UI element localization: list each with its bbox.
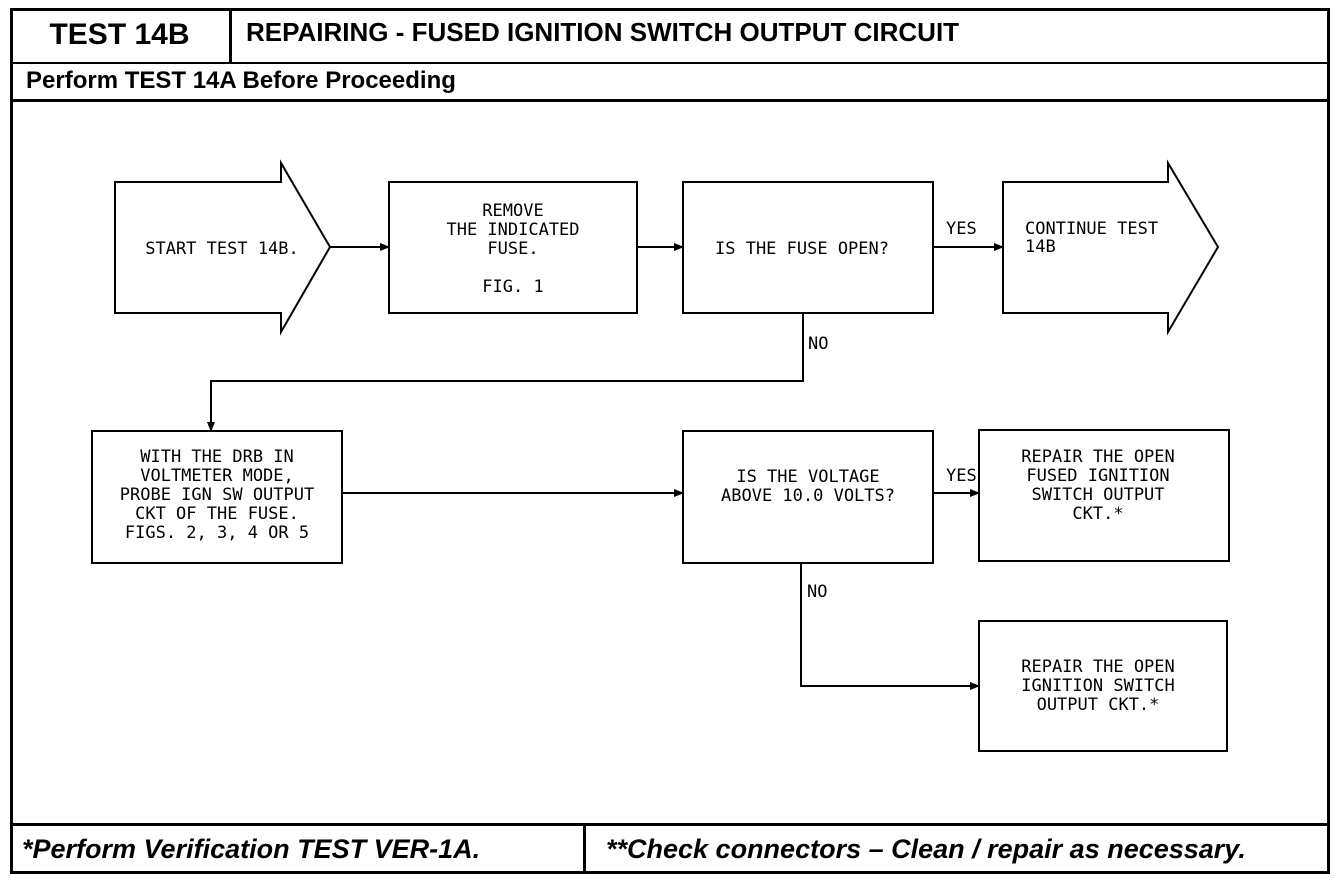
header-bottom-rule [10, 99, 1330, 102]
voltage-question-box [682, 430, 934, 564]
voltage-question-text-line-1: ABOVE 10.0 VOLTS? [721, 486, 895, 506]
probe-text-line-2: PROBE IGN SW OUTPUT [120, 485, 314, 505]
fuse-question-text-line-0: IS THE FUSE OPEN? [715, 239, 889, 259]
continue-text-line-1: 14B [1025, 237, 1056, 257]
test-id: TEST 14B [49, 18, 190, 51]
probe-box [91, 430, 343, 564]
remove-fuse-text-line-1: THE INDICATED [446, 220, 579, 240]
connector-no-to-repair-ign [800, 563, 980, 690]
header-divider [10, 62, 1330, 64]
page-title: REPAIRING - FUSED IGNITION SWITCH OUTPUT… [246, 17, 960, 47]
page-frame [10, 8, 1330, 874]
repair-fused-text-line-0: REPAIR THE OPEN [1021, 447, 1175, 467]
repair-fused-text-line-2: SWITCH OUTPUT [1031, 485, 1164, 505]
remove-fuse-text-line-4: FIG. 1 [482, 277, 543, 297]
connector-no-to-probe [207, 313, 804, 432]
continue-arrow-shape [1002, 159, 1220, 336]
start-text-line-0: START TEST 14B. [145, 239, 299, 259]
start-arrow-shape [114, 159, 332, 336]
prerequisite-note: Perform TEST 14A Before Proceeding [26, 67, 456, 94]
yes-label-fuse: YES [946, 219, 977, 239]
continue-text-line-0: CONTINUE TEST [1025, 219, 1158, 239]
repair-ign-text-line-0: REPAIR THE OPEN [1021, 657, 1175, 677]
footer-connector-note: **Check connectors – Clean / repair as n… [606, 834, 1246, 864]
repair-fused-text-line-3: CKT.* [1072, 504, 1123, 524]
probe-text-line-1: VOLTMETER MODE, [140, 466, 294, 486]
footer-divider [583, 823, 586, 874]
footer-verification-note: *Perform Verification TEST VER-1A. [22, 834, 481, 864]
voltage-question-text-line-0: IS THE VOLTAGE [736, 467, 879, 487]
probe-text-line-0: WITH THE DRB IN [140, 447, 294, 467]
no-label-voltage: NO [807, 582, 827, 602]
repair-fused-text-line-1: FUSED IGNITION [1026, 466, 1169, 486]
footer-rule [10, 823, 1330, 826]
remove-fuse-text-line-2: FUSE. [487, 239, 538, 259]
probe-text-line-4: FIGS. 2, 3, 4 OR 5 [125, 523, 309, 543]
repair-ign-text-line-1: IGNITION SWITCH [1021, 676, 1175, 696]
remove-fuse-text-line-0: REMOVE [482, 201, 543, 221]
no-label-fuse: NO [808, 334, 828, 354]
repair-ign-text-line-2: OUTPUT CKT.* [1037, 695, 1160, 715]
probe-text-line-3: CKT OF THE FUSE. [135, 504, 299, 524]
yes-label-voltage: YES [946, 466, 977, 486]
